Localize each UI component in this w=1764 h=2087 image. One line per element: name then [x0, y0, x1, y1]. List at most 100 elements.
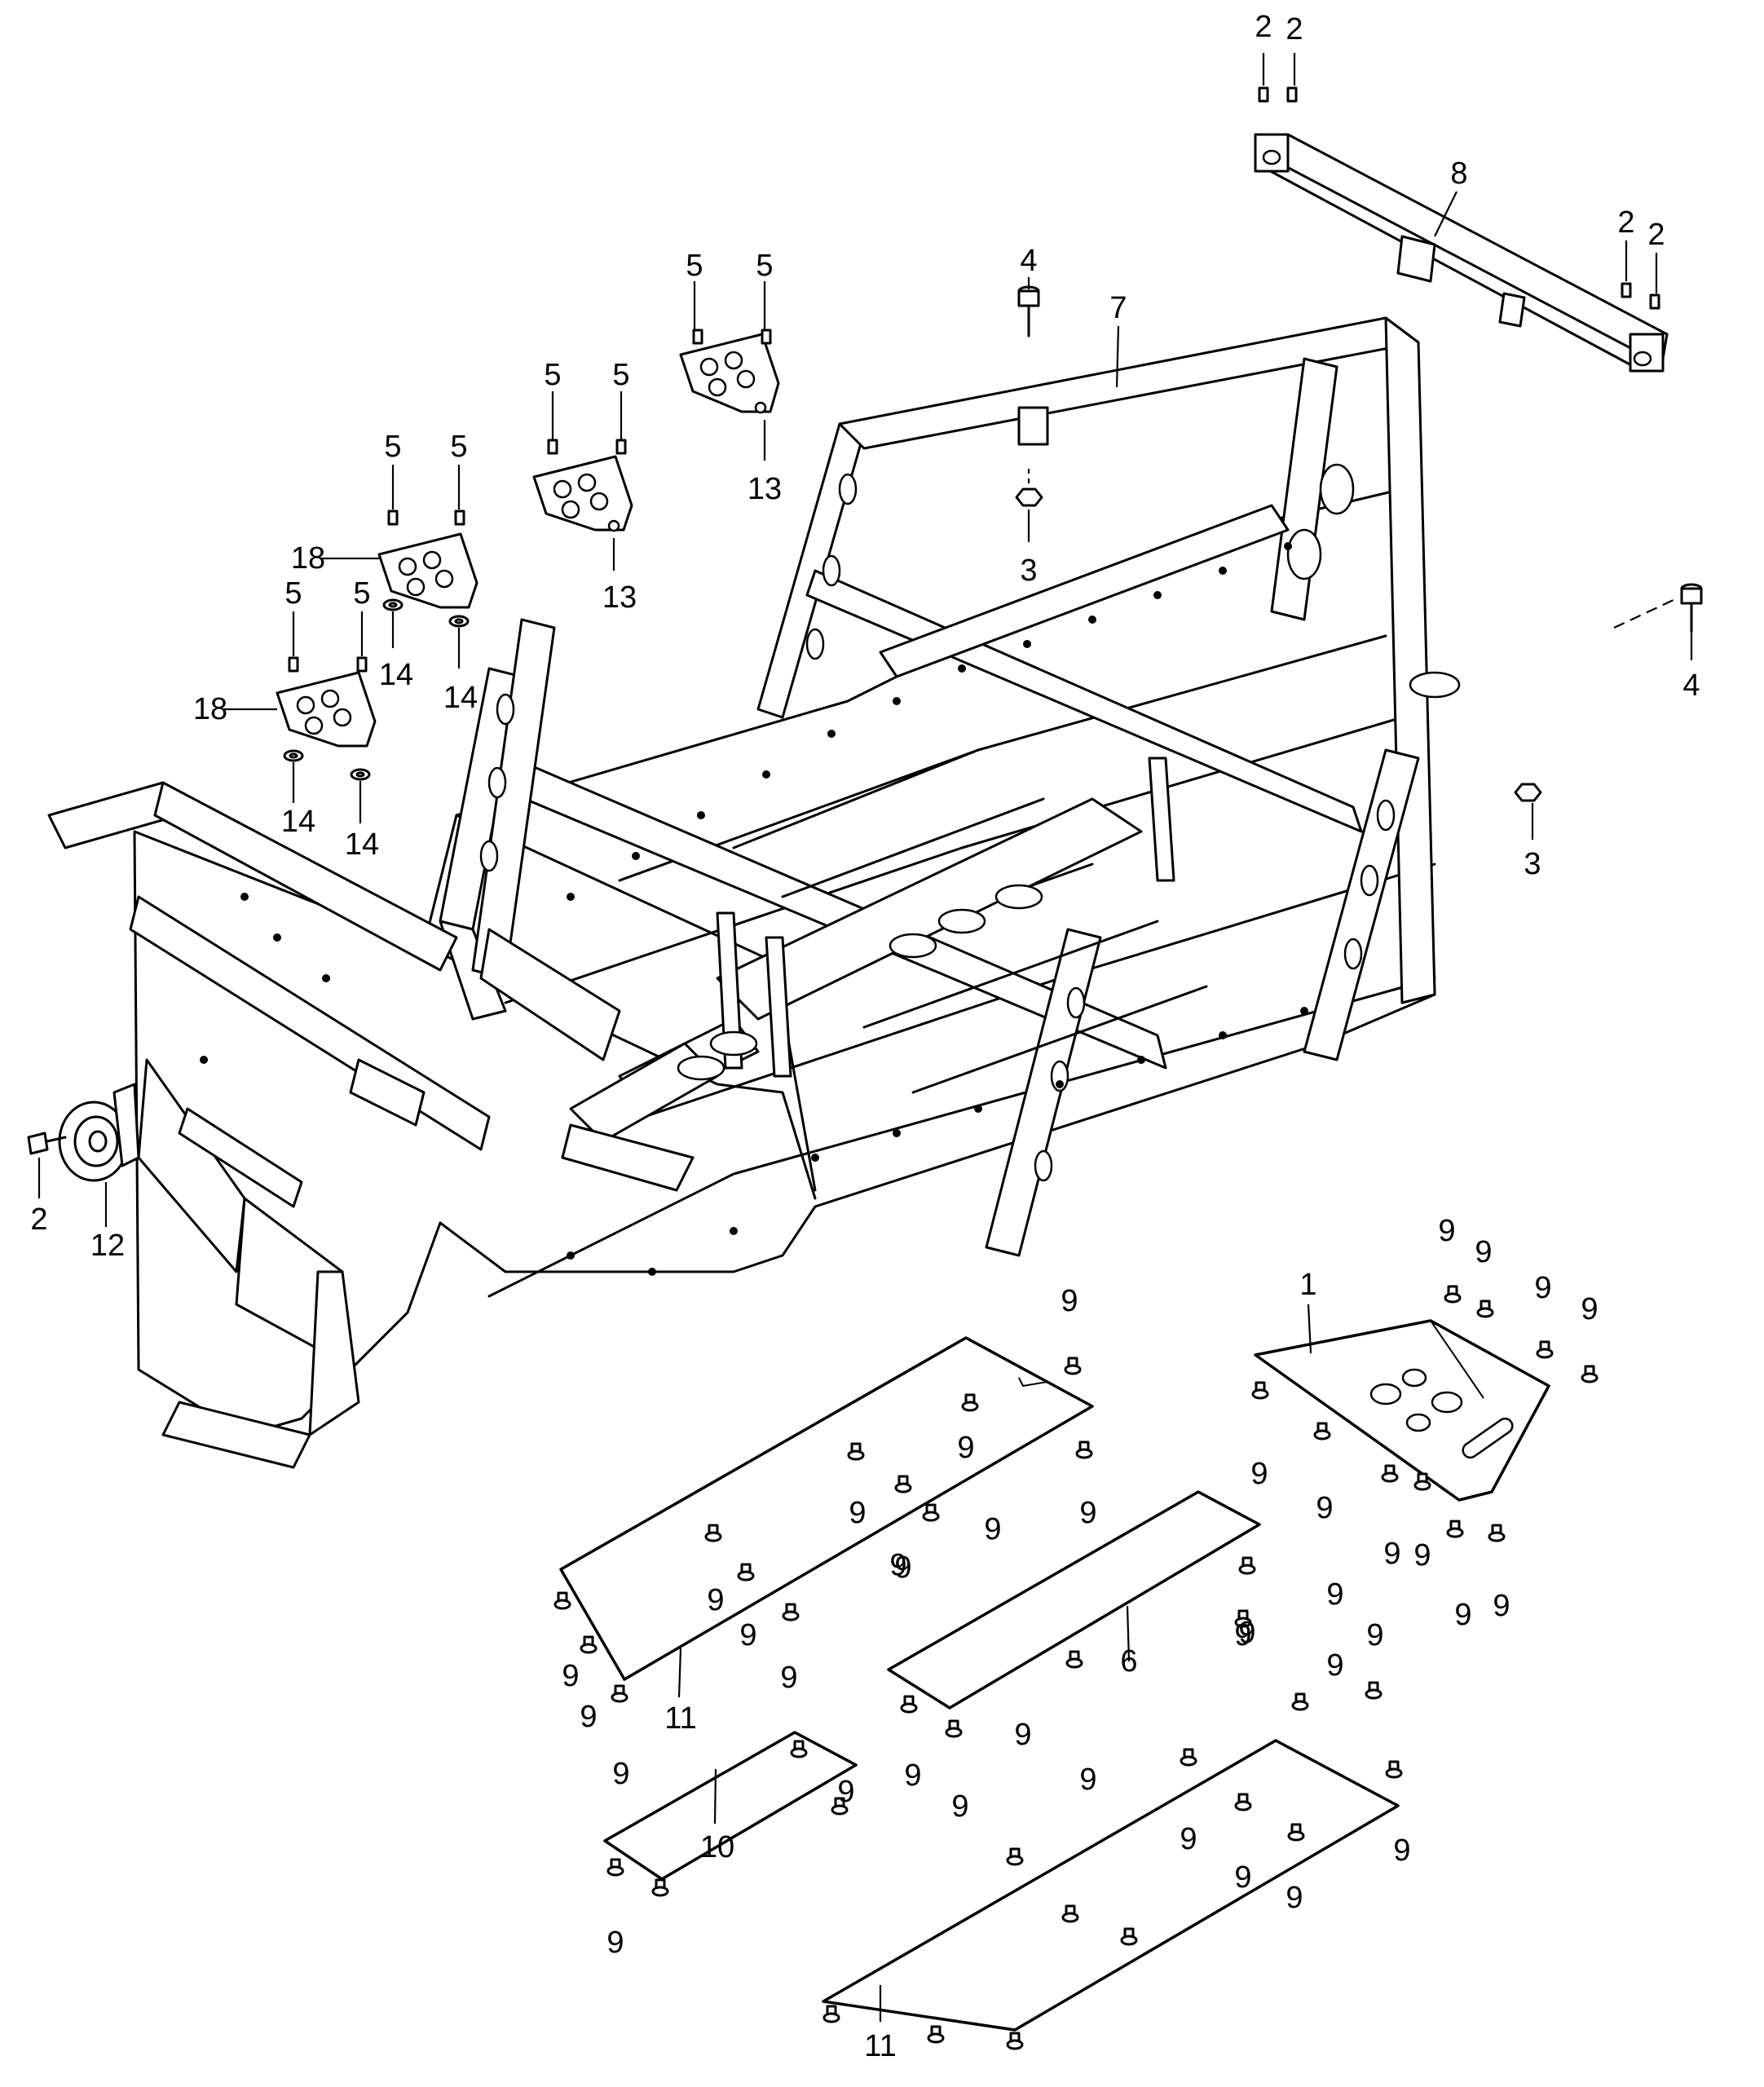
- callout-c9_31: 9: [1079, 1763, 1096, 1797]
- bolt-icon: [894, 1475, 912, 1494]
- callout-c2d: 2: [1647, 218, 1665, 252]
- callout-c9_14: 9: [1326, 1577, 1343, 1612]
- bolt-icon: [553, 1591, 571, 1610]
- callout-c9_11: 9: [894, 1551, 911, 1585]
- callout-c14b: 14: [443, 681, 478, 715]
- bolt-icon: [961, 1393, 979, 1412]
- callout-c9_04: 9: [1581, 1292, 1598, 1326]
- bracket-bolts: [288, 86, 1660, 673]
- callout-c14a: 14: [379, 658, 413, 692]
- bolt-icon: [922, 1503, 940, 1522]
- bolt-icon: [1061, 1904, 1079, 1923]
- bolt-icon: [1065, 1650, 1083, 1669]
- skid-plate-1: [1254, 1319, 1550, 1502]
- callout-c9_28: 9: [1366, 1618, 1383, 1652]
- callout-c4a: 4: [1020, 244, 1037, 278]
- upper-bracket: [1017, 406, 1049, 446]
- nut-top: [1015, 469, 1043, 507]
- bolt-icon: [651, 1878, 669, 1897]
- callout-c9_32: 9: [1014, 1718, 1031, 1752]
- callout-c5a: 5: [686, 249, 703, 283]
- callout-c9_34: 9: [1234, 1860, 1251, 1895]
- bolt-icon: [1476, 1299, 1494, 1318]
- callout-c9_36: 9: [1393, 1833, 1410, 1868]
- callout-c9_35: 9: [1286, 1881, 1303, 1915]
- callout-c9_29: 9: [904, 1758, 921, 1793]
- bumper-top: [1017, 285, 1040, 338]
- skid-plate-11-upper: [559, 1336, 1094, 1681]
- callout-c9_10: 9: [1316, 1491, 1333, 1525]
- leader-lines: [37, 53, 1693, 2022]
- bolt-icon: [1251, 1381, 1269, 1400]
- bolt-icon: [822, 2005, 840, 2023]
- bracket-13-lower: [532, 455, 633, 532]
- callout-c1: 1: [1299, 1268, 1316, 1302]
- bolt-icon: [1365, 1681, 1383, 1700]
- callout-c9_37: 9: [837, 1775, 854, 1809]
- bolt-icon: [1444, 1285, 1462, 1304]
- bolt-icon: [1413, 1472, 1431, 1491]
- bolt-icon: [737, 1563, 755, 1582]
- callout-c9_26: 9: [612, 1757, 629, 1791]
- plate-fasteners: [553, 1285, 1599, 2050]
- callout-c5h: 5: [353, 576, 370, 611]
- callout-c2b: 2: [1286, 12, 1303, 46]
- bracket-18-lower: [276, 671, 377, 748]
- callout-c5b: 5: [756, 249, 773, 283]
- bolt-icon: [1238, 1556, 1256, 1575]
- bolt-icon: [790, 1740, 808, 1758]
- bolt-icon: [782, 1603, 800, 1622]
- callout-c9_19: 9: [1493, 1589, 1510, 1623]
- callout-c9_21: 9: [707, 1583, 724, 1617]
- callout-c9_03: 9: [1534, 1271, 1551, 1305]
- callout-c9_30: 9: [951, 1789, 968, 1824]
- callout-c7: 7: [1109, 291, 1127, 325]
- callout-c18a: 18: [291, 541, 325, 576]
- callout-c9_17: 9: [1413, 1538, 1431, 1573]
- bolt-icon: [611, 1684, 628, 1703]
- bolt-icon: [1488, 1524, 1506, 1542]
- callout-c5c: 5: [544, 358, 561, 392]
- bolt-icon: [580, 1635, 598, 1654]
- bolt-icon: [831, 1797, 849, 1816]
- callout-c9_13: 9: [1238, 1616, 1255, 1650]
- bolt-icon: [1581, 1365, 1599, 1383]
- bolt-icon: [1385, 1760, 1403, 1779]
- washers-14: [283, 598, 470, 781]
- callout-c9_25: 9: [580, 1700, 597, 1734]
- bolt-icon: [1120, 1927, 1138, 1946]
- callout-c9_15: 9: [1326, 1648, 1343, 1683]
- bolt-icon: [606, 1858, 624, 1877]
- callout-c9_20: 9: [889, 1548, 906, 1582]
- bolt-icon: [1234, 1609, 1252, 1628]
- callout-c9_38: 9: [606, 1926, 624, 1960]
- callout-c9_27: 9: [1234, 1618, 1251, 1652]
- callout-c5e: 5: [384, 430, 401, 464]
- bracket-18-upper: [377, 532, 478, 609]
- bolt-icon: [1006, 1847, 1024, 1866]
- callout-c11b: 11: [864, 2029, 896, 2063]
- bolt-icon: [1381, 1464, 1399, 1483]
- horn-bolt: [27, 1132, 67, 1155]
- callout-c2e: 2: [30, 1202, 47, 1237]
- skid-plate-6: [887, 1490, 1261, 1710]
- callout-c11a: 11: [664, 1701, 696, 1736]
- callout-c9_24: 9: [562, 1659, 579, 1693]
- callout-c9_05: 9: [1061, 1284, 1078, 1318]
- bolt-icon: [945, 1719, 963, 1738]
- callout-c5d: 5: [612, 358, 629, 392]
- bolt-icon: [1536, 1340, 1554, 1359]
- rear-crossbar: [1254, 133, 1669, 373]
- callout-c13b: 13: [602, 580, 637, 615]
- callout-c9_22: 9: [739, 1618, 756, 1652]
- bolt-icon: [704, 1524, 722, 1542]
- callout-c8: 8: [1450, 157, 1467, 191]
- bumper-right: [1613, 583, 1703, 633]
- callout-c9_12: 9: [984, 1512, 1001, 1546]
- nut-right: [1514, 783, 1542, 802]
- bolt-icon: [1075, 1441, 1093, 1459]
- callout-c9_01: 9: [1438, 1214, 1455, 1248]
- callout-c9_08: 9: [1079, 1496, 1096, 1530]
